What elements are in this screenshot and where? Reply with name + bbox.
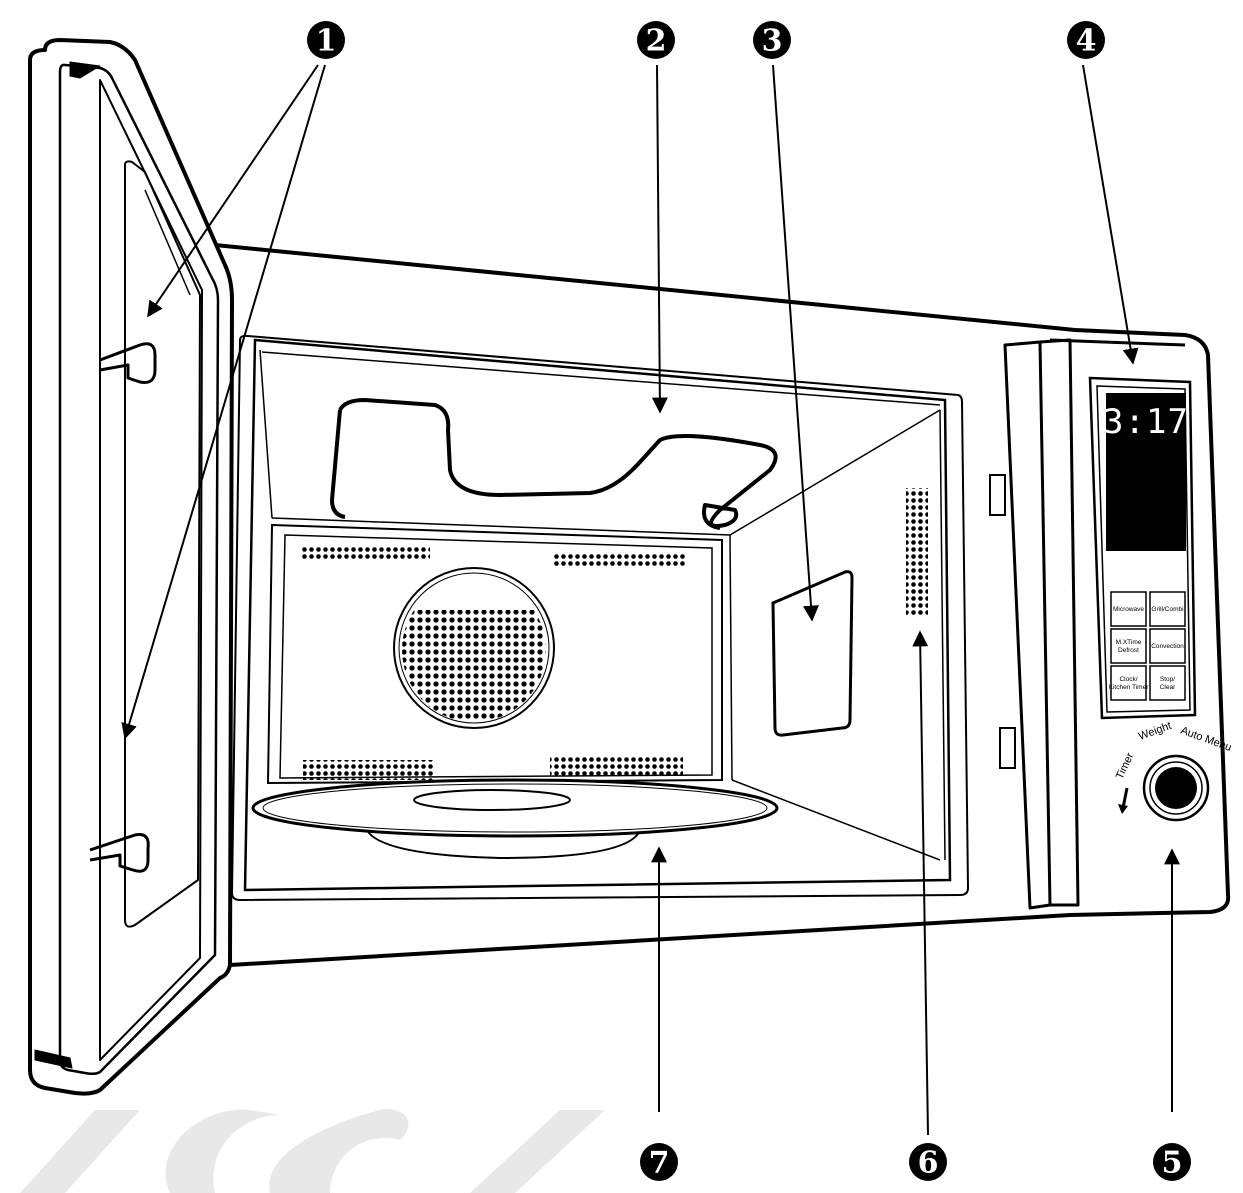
vent-top-left: [300, 545, 430, 560]
callout-number: 6: [918, 1146, 939, 1181]
grill-heating-element: [338, 398, 778, 530]
leader-1a: [147, 64, 319, 318]
door: [28, 38, 234, 1096]
control-button-1[interactable]: Microwave: [1110, 591, 1147, 627]
back-wall: [266, 523, 723, 785]
display-panel: 3:17: [1088, 376, 1197, 720]
control-button-2[interactable]: Grill/Combi: [1149, 591, 1186, 627]
callout-5-icon: 5: [1153, 1143, 1191, 1181]
control-button-label: Clock/: [1119, 676, 1137, 683]
callout-7-icon: 7: [640, 1143, 678, 1181]
callout-number: 2: [646, 24, 667, 59]
control-dial[interactable]: [1142, 754, 1210, 822]
dial-label-timer: Timer: [1114, 751, 1137, 781]
control-button-label: Kitchen Timer: [1109, 684, 1150, 691]
door-latch-lower: [89, 833, 150, 873]
vent-bottom-right: [550, 757, 683, 777]
callout-badges: 1 2 3 4 5 6 7: [307, 21, 1191, 1181]
control-button-label: M.XTime: [1116, 639, 1142, 646]
door-latch-upper: [99, 342, 157, 384]
callout-6-icon: 6: [909, 1143, 947, 1181]
leader-lines: [121, 64, 1180, 1136]
leader-4: [1082, 64, 1139, 365]
dial-arrow-icon: [1121, 787, 1129, 809]
leader-6: [912, 630, 929, 1136]
control-button-6[interactable]: Stop/Clear: [1149, 665, 1186, 701]
dial-label-weight: Weight: [1137, 720, 1173, 743]
control-button-label: Clear: [1160, 684, 1176, 691]
control-button-label: Convection: [1151, 643, 1184, 650]
microwave-body: [214, 243, 1231, 967]
vent-bottom-left: [303, 760, 433, 780]
heating-element-left-leg: [329, 409, 346, 519]
leader-2: [651, 64, 668, 414]
leader-1b: [121, 64, 326, 740]
lcd-display: [1106, 393, 1186, 551]
callout-3-icon: 3: [753, 21, 791, 59]
display-time: 3:17: [1103, 402, 1189, 442]
leader-3: [772, 64, 819, 622]
control-button-label: Defrost: [1118, 647, 1139, 654]
watermark: [20, 1109, 605, 1193]
callout-1-icon: 1: [307, 21, 345, 59]
side-wall-vent: [906, 488, 928, 615]
dial-label-auto-menu: Auto Menu: [1179, 725, 1233, 754]
latch-slot-lower: [999, 727, 1016, 769]
control-panel-frame: [1003, 338, 1080, 910]
control-button-label: Grill/Combi: [1151, 606, 1183, 613]
callout-number: 3: [762, 24, 783, 59]
vent-top-right: [553, 553, 686, 568]
control-button-label: Microwave: [1113, 606, 1144, 613]
waveguide-cover: [771, 570, 854, 737]
callout-4-icon: 4: [1067, 21, 1105, 59]
callout-number: 1: [316, 24, 337, 59]
callout-number: 7: [649, 1146, 670, 1181]
fan-cover: [393, 567, 555, 729]
callout-number: 4: [1076, 24, 1097, 59]
callout-number: 5: [1162, 1146, 1183, 1181]
control-button-4[interactable]: Convection: [1149, 628, 1186, 664]
callout-2-icon: 2: [637, 21, 675, 59]
dial-arrow-head: [1118, 804, 1128, 814]
latch-slot-upper: [989, 474, 1006, 516]
turntable: [251, 778, 779, 860]
control-button-label: Stop/: [1160, 676, 1175, 683]
control-button-5[interactable]: Clock/Kitchen Timer: [1109, 665, 1150, 701]
